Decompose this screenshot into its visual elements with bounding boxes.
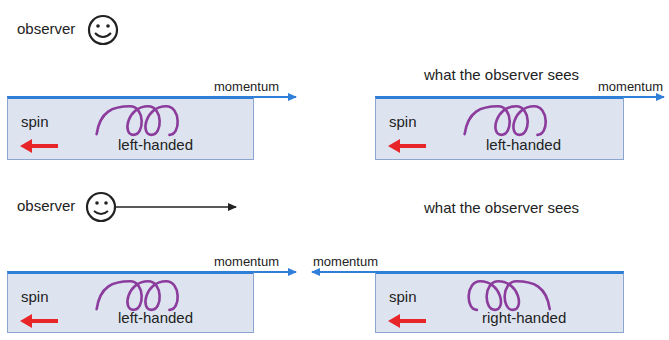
helix-coil xyxy=(92,103,188,139)
text-label: observer xyxy=(17,20,75,38)
particle-box: spin right-handed xyxy=(375,272,624,333)
handedness-label: right-handed xyxy=(482,309,566,327)
text-label: momentum xyxy=(313,254,378,270)
helix-coil xyxy=(92,278,188,314)
observer-face xyxy=(87,193,115,221)
spin-arrow xyxy=(388,314,428,328)
helix-coil xyxy=(460,103,556,139)
spin-label: spin xyxy=(21,113,49,131)
text-label: momentum xyxy=(214,254,279,270)
observer-motion-arrow xyxy=(116,206,236,208)
text-label: what the observer sees xyxy=(424,66,579,84)
helix-coil xyxy=(460,278,556,314)
observer-face xyxy=(89,16,117,44)
particle-box: spin left-handed xyxy=(375,97,624,160)
spin-arrow xyxy=(20,139,60,153)
handedness-label: left-handed xyxy=(118,136,193,154)
spin-arrow xyxy=(20,314,60,328)
text-label: what the observer sees xyxy=(424,199,579,217)
spin-label: spin xyxy=(21,288,49,306)
spin-label: spin xyxy=(389,113,417,131)
handedness-label: left-handed xyxy=(486,136,561,154)
text-label: observer xyxy=(17,197,75,215)
text-label: momentum xyxy=(598,79,663,95)
particle-box: spin left-handed xyxy=(7,97,254,160)
spin-label: spin xyxy=(389,288,417,306)
handedness-label: left-handed xyxy=(118,309,193,327)
text-label: momentum xyxy=(214,79,279,95)
spin-arrow xyxy=(388,139,428,153)
particle-box: spin left-handed xyxy=(7,272,254,333)
